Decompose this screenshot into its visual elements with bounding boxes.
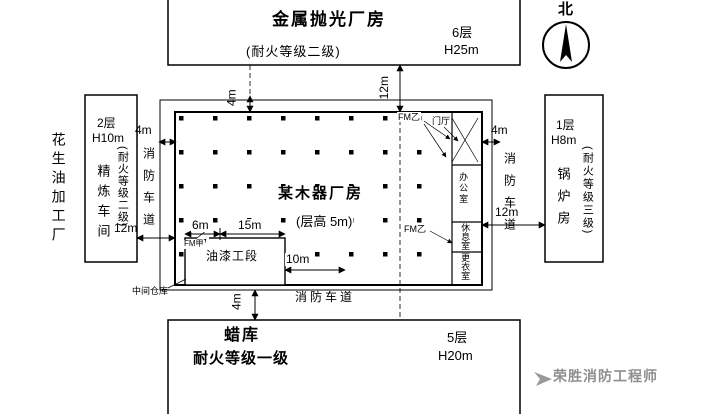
top-block-outline <box>167 0 521 66</box>
dim-15m: 15m <box>237 218 263 233</box>
dim-10m: 10m <box>285 252 311 267</box>
bottom-building-name: 蜡库 <box>224 327 261 344</box>
left-outer-factory-name: 花生油加工厂 <box>50 132 67 246</box>
paint-room-label: 油漆工段 <box>205 249 260 264</box>
north-compass-icon <box>542 21 590 69</box>
rest-room-label: 休息室 <box>459 223 472 250</box>
bottom-building-floors: 5层 <box>447 330 468 345</box>
office-label: 办公室 <box>457 172 470 205</box>
dim-right-bottom: 12m <box>495 205 519 219</box>
center-building-story-height: (层高 5m) <box>295 214 354 230</box>
fire-door-b-top-label: FM乙 <box>397 112 421 123</box>
dim-left-top: 4m <box>135 123 152 137</box>
left-building-height: H10m <box>92 131 125 145</box>
left-block-outline <box>84 94 138 263</box>
extension-lines <box>249 65 401 320</box>
paper-plane-icon <box>534 372 552 386</box>
dim-bottom-lane: 4m <box>229 293 244 311</box>
midstore-label: 中间仓库 <box>132 286 169 296</box>
locker-room-label: 更衣室 <box>459 253 472 280</box>
fire-lane-bottom-label: 消防车道 <box>295 290 356 304</box>
left-building-fire-rating: (耐火等级二级) <box>116 146 129 228</box>
top-building-floors: 6层 <box>452 25 473 40</box>
left-building-floors: 2层 <box>97 116 116 130</box>
fire-door-a-label: FM甲 <box>183 239 205 249</box>
lobby-stair-marks <box>451 117 479 163</box>
fire-lane-right-label: 消防车道 <box>502 152 517 240</box>
paint-room-door-gap <box>197 236 209 240</box>
top-building-height: H25m <box>444 42 479 57</box>
dimension-lines <box>136 64 546 321</box>
bottom-building-fire-rating: 耐火等级一级 <box>193 350 290 367</box>
dim-right-top: 4m <box>491 123 508 137</box>
dim-6m: 6m <box>191 218 210 233</box>
right-building-height: H8m <box>551 133 577 147</box>
fire-door-b-bottom-label: FM乙 <box>403 224 427 235</box>
lobby-label: 门厅 <box>431 116 452 127</box>
site-boundary <box>159 99 493 291</box>
bottom-block-outline <box>167 319 521 414</box>
fire-lane-left-label: 消防车道 <box>141 147 156 235</box>
right-building-fire-rating: (耐火等级三级) <box>581 146 594 236</box>
room-partitions <box>451 112 482 285</box>
right-block-outline <box>544 94 604 263</box>
top-building-name: 金属抛光厂房 <box>272 10 386 29</box>
north-label: 北 <box>558 1 574 18</box>
watermark-text: 荣胜消防工程师 <box>553 368 658 384</box>
left-building-name: 精炼车间 <box>95 164 111 244</box>
right-building-floors: 1层 <box>556 118 575 132</box>
dim-left-bottom: 12m <box>114 221 138 235</box>
midstore-leader <box>167 278 187 289</box>
city-blocks <box>84 0 604 414</box>
dim-top-right: 12m <box>376 76 391 100</box>
top-building-fire-rating: (耐火等级二级) <box>246 44 341 59</box>
bottom-building-height: H20m <box>438 348 473 363</box>
dim-top-left: 4m <box>224 89 239 107</box>
center-building-name: 某木器厂房 <box>277 185 365 203</box>
right-building-name: 锅炉房 <box>555 167 571 233</box>
